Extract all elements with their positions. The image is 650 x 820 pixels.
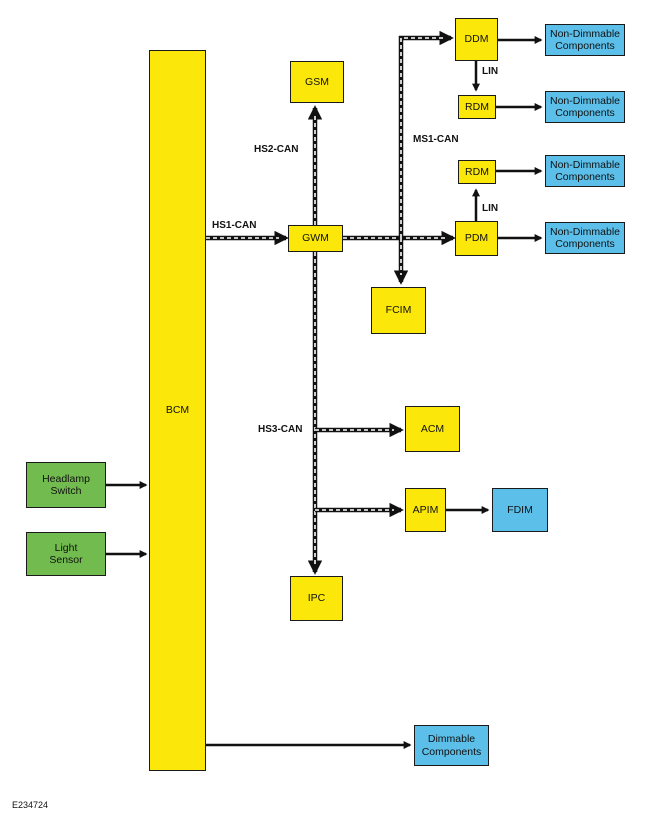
apim-module: APIM (405, 488, 446, 532)
non-dimmable-components-4: Non-Dimmable Components (545, 222, 625, 254)
ddm-module: DDM (455, 18, 498, 61)
rdm-upper-module: RDM (458, 95, 496, 119)
bcm-module: BCM (149, 50, 206, 771)
gsm-module: GSM (290, 61, 344, 103)
non-dimmable-components-2: Non-Dimmable Components (545, 91, 625, 123)
figure-id: E234724 (12, 800, 49, 810)
non-dimmable-components-1: Non-Dimmable Components (545, 24, 625, 56)
pdm-module: PDM (455, 221, 498, 256)
gwm-module: GWM (288, 225, 343, 252)
non-dimmable-components-3: Non-Dimmable Components (545, 155, 625, 187)
light-sensor: Light Sensor (26, 532, 106, 576)
ms1-can-bus (398, 30, 454, 238)
hs2-can-label: HS2-CAN (254, 144, 299, 155)
hs3-can-label: HS3-CAN (258, 424, 303, 435)
dimmable-components: Dimmable Components (414, 725, 489, 766)
rdm-lower-module: RDM (458, 160, 496, 184)
ipc-module: IPC (290, 576, 343, 621)
headlamp-switch: Headlamp Switch (26, 462, 106, 508)
lin-pdm-rdm-label: LIN (482, 203, 499, 214)
ms1-can-label: MS1-CAN (413, 134, 459, 145)
hs1-can-label: HS1-CAN (212, 220, 257, 231)
fdim-module: FDIM (492, 488, 548, 532)
fcim-module: FCIM (371, 287, 426, 334)
lin-ddm-rdm-label: LIN (482, 66, 499, 77)
acm-module: ACM (405, 406, 460, 452)
